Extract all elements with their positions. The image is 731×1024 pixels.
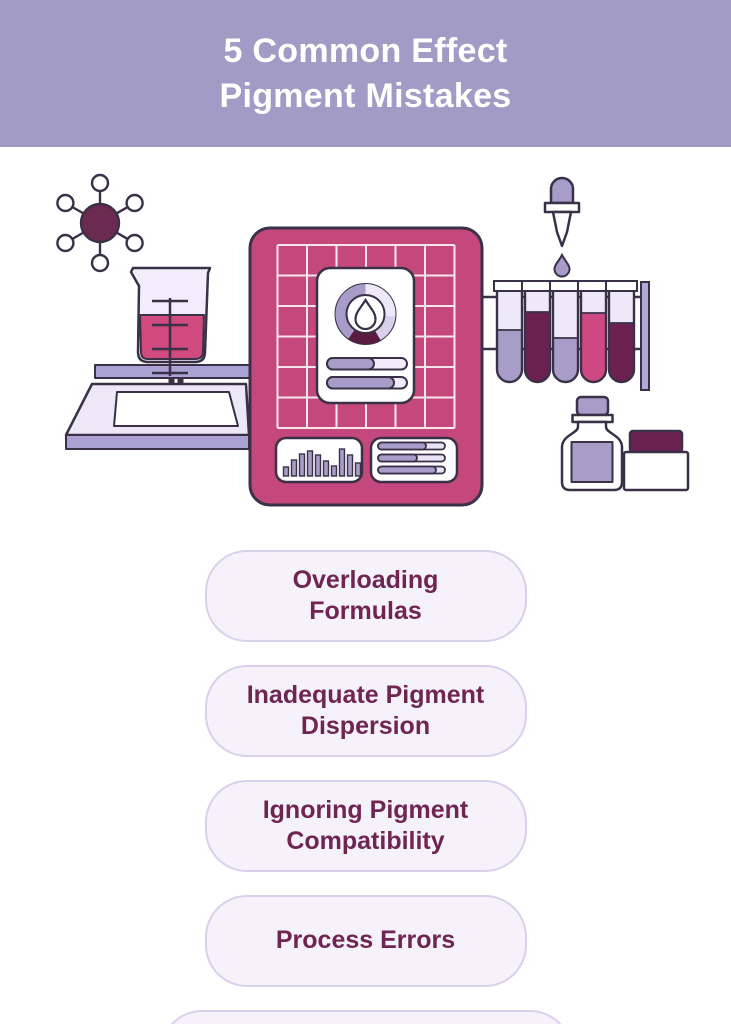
- bar-chart-icon: [274, 436, 364, 484]
- header-banner: 5 Common Effect Pigment Mistakes: [0, 0, 731, 147]
- lab-illustration: [0, 158, 731, 510]
- molecule-icon: [56, 173, 144, 273]
- pigment-gauge-icon: [315, 266, 416, 405]
- page-title-line1: 5 Common Effect: [223, 31, 508, 70]
- test-tube-rack-icon: [482, 280, 650, 391]
- lab-illustration-svg: [56, 173, 690, 507]
- test-tube-icon: [493, 280, 526, 384]
- test-tube-icon: [605, 280, 638, 384]
- beaker-icon: [129, 266, 212, 376]
- cream-jar-icon: [622, 429, 690, 492]
- dropper-icon: [543, 176, 581, 248]
- mistake-card-5: Neglecting Regulatory and Batch Consiste…: [159, 1010, 572, 1024]
- test-tube-icon: [521, 280, 554, 384]
- test-tube-icon: [577, 280, 610, 384]
- mixing-machine-icon: [248, 226, 484, 507]
- bottle-icon: [560, 395, 624, 492]
- page-title-line2: Pigment Mistakes: [219, 76, 512, 115]
- mistake-card-1: Overloading Formulas: [204, 550, 527, 642]
- mistake-card-4: Process Errors: [204, 895, 527, 987]
- droplet-icon: [553, 252, 571, 278]
- scale-icon: [64, 364, 252, 450]
- test-tube-icon: [549, 280, 582, 384]
- mistake-card-2: Inadequate Pigment Dispersion: [204, 665, 527, 757]
- mistake-card-3: Ignoring Pigment Compatibility: [204, 780, 527, 872]
- sliders-icon: [369, 436, 459, 484]
